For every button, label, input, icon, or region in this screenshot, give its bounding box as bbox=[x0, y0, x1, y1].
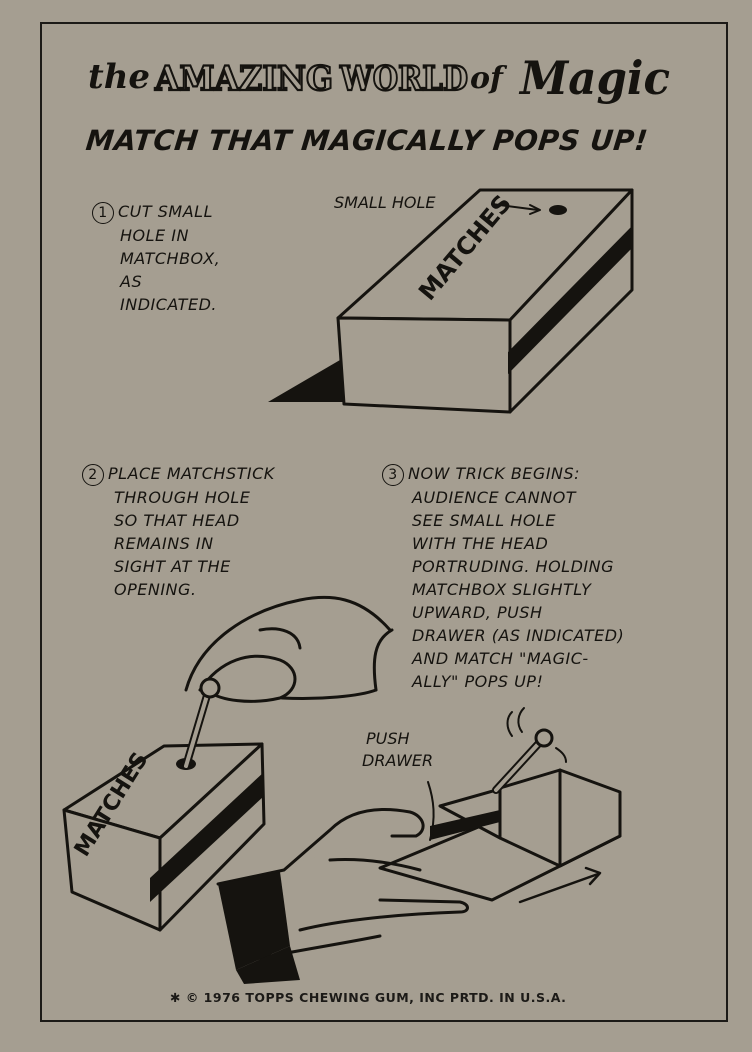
step-3-line-2: AUDIENCE CANNOT bbox=[412, 488, 577, 507]
step-3-line-7: UPWARD, PUSH bbox=[412, 603, 543, 622]
small-hole-arrow-head bbox=[529, 204, 541, 215]
title-amazing: AMAZING bbox=[154, 59, 333, 99]
step-2-line-5: SIGHT AT THE bbox=[114, 557, 231, 576]
step-3-number: 3 bbox=[382, 464, 404, 486]
small-hole-mark bbox=[549, 205, 567, 215]
matchstick-left-inner bbox=[184, 690, 210, 768]
motion-line-2 bbox=[517, 707, 525, 733]
hand-holding-match-illustration bbox=[184, 595, 394, 703]
step-2-line-6: OPENING. bbox=[114, 580, 197, 599]
step-3-line-6: MATCHBOX SLIGHTLY bbox=[412, 580, 592, 599]
jacket-cuff-lower bbox=[236, 946, 300, 984]
step-1-number: 1 bbox=[92, 202, 114, 224]
step-3-line-8: DRAWER (AS INDICATED) bbox=[412, 626, 625, 645]
title-world: WORLD bbox=[339, 59, 468, 99]
step-2-line-1: PLACE MATCHSTICK bbox=[108, 464, 275, 483]
step-2-line-4: REMAINS IN bbox=[114, 534, 214, 553]
step-3-line-1: NOW TRICK BEGINS: bbox=[408, 464, 581, 483]
matchbox-top-front bbox=[336, 316, 512, 414]
copyright-footer: ✱ © 1976 TOPPS CHEWING GUM, INC PRTD. IN… bbox=[170, 990, 567, 1005]
matchbox-top-shadow bbox=[268, 360, 352, 402]
push-drawer-pointer bbox=[427, 781, 435, 841]
step-1-line-4: AS bbox=[120, 272, 143, 291]
step-3-line-10: ALLY" POPS UP! bbox=[412, 672, 544, 691]
step-3-line-4: WITH THE HEAD bbox=[412, 534, 549, 553]
matchbox-top-illustration bbox=[268, 188, 634, 414]
step-1-line-1: CUT SMALL bbox=[118, 202, 213, 221]
step-1-line-2: HOLE IN bbox=[120, 226, 189, 245]
label-small-hole: SMALL HOLE bbox=[334, 193, 436, 212]
title-the: the bbox=[88, 57, 150, 97]
step-1-line-5: INDICATED. bbox=[120, 295, 217, 314]
label-push: PUSH bbox=[366, 729, 410, 748]
step-1-line-3: MATCHBOX, bbox=[120, 249, 221, 268]
step-3-line-5: PORTRUDING. HOLDING bbox=[412, 557, 614, 576]
title-magic: Magic bbox=[518, 51, 670, 105]
push-direction-arrow-head bbox=[584, 866, 602, 886]
hand-pushing-drawer-illustration bbox=[216, 807, 469, 984]
card-border bbox=[40, 22, 728, 1022]
step-2-number: 2 bbox=[82, 464, 104, 486]
card-title: the AMAZING WORLD of Magic bbox=[0, 44, 752, 114]
push-direction-arrow bbox=[518, 872, 600, 904]
step-2-line-3: SO THAT HEAD bbox=[114, 511, 240, 530]
jacket-cuff bbox=[218, 872, 290, 970]
title-of: of bbox=[470, 61, 508, 96]
motion-line-3 bbox=[555, 747, 567, 763]
motion-line-1 bbox=[506, 711, 513, 737]
drawer-stripe bbox=[430, 810, 500, 840]
label-drawer: DRAWER bbox=[362, 751, 433, 770]
matchbox-top-drawer-stripe bbox=[508, 226, 632, 374]
step-2-line-2: THROUGH HOLE bbox=[114, 488, 251, 507]
small-hole-arrow bbox=[491, 203, 539, 211]
popped-match-head bbox=[534, 728, 554, 748]
matchbox-push-illustration bbox=[378, 707, 622, 904]
step-3-line-3: SEE SMALL HOLE bbox=[412, 511, 556, 530]
matchbox-left-drawer-stripe bbox=[150, 772, 264, 902]
matchstick-left-head bbox=[199, 677, 221, 699]
matchbox-left-illustration bbox=[62, 677, 266, 932]
step-3-line-9: AND MATCH "MAGIC- bbox=[412, 649, 589, 668]
popped-match-inner bbox=[494, 740, 542, 792]
